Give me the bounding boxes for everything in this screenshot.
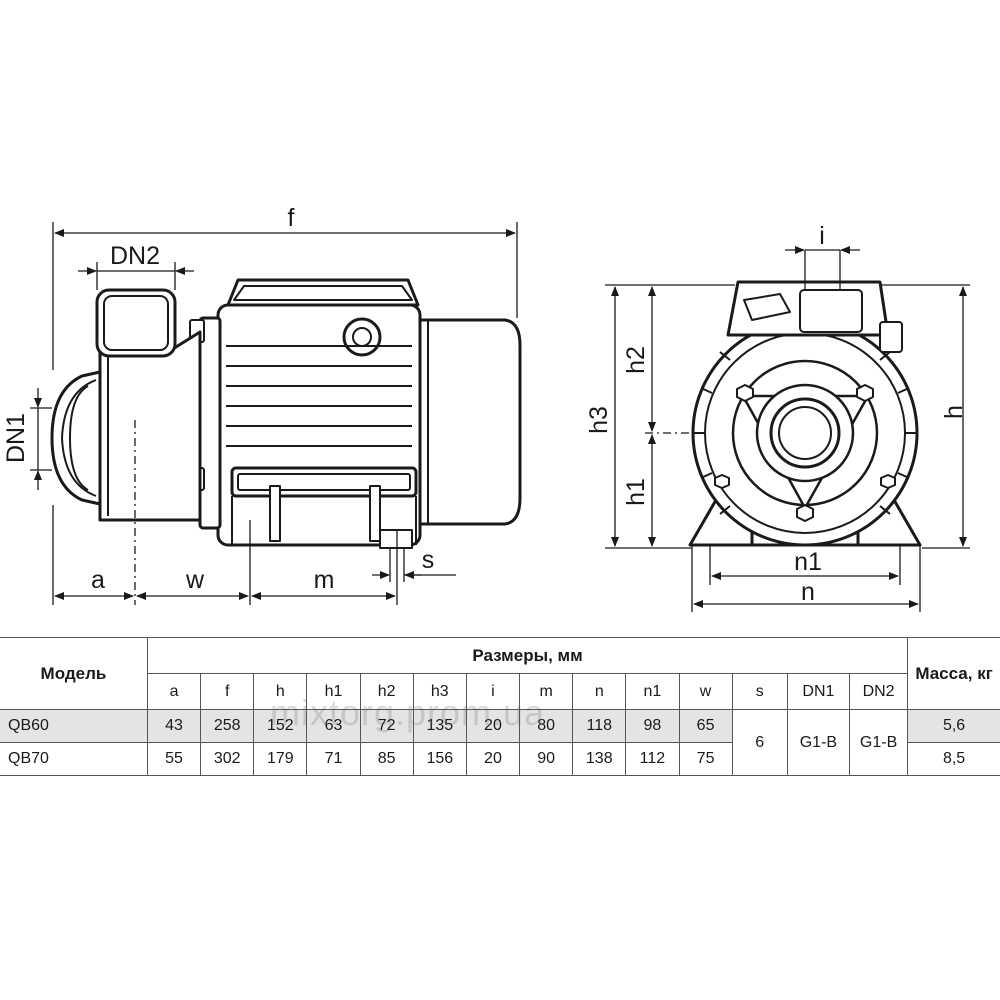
col-header: n bbox=[572, 673, 627, 710]
value-cell: 20 bbox=[465, 742, 521, 776]
col-header: a bbox=[146, 673, 202, 710]
shared-dn2-cell: G1-B bbox=[848, 709, 909, 776]
spec-table: Модель Размеры, мм Масса, кг a f h h1 h2… bbox=[0, 637, 1000, 776]
dim-label-n: n bbox=[801, 578, 815, 606]
value-cell: 98 bbox=[625, 709, 680, 743]
mass-header: Масса, кг bbox=[907, 637, 1000, 710]
value-cell: 75 bbox=[678, 742, 733, 776]
col-header: h bbox=[253, 673, 308, 710]
dim-label-dn1: DN1 bbox=[2, 413, 30, 463]
shared-s-cell: 6 bbox=[731, 709, 788, 776]
value-cell: 138 bbox=[572, 742, 627, 776]
shared-dn1-cell: G1-B bbox=[786, 709, 850, 776]
value-cell: 179 bbox=[253, 742, 308, 776]
value-cell: 71 bbox=[306, 742, 361, 776]
col-header: s bbox=[731, 673, 788, 710]
col-header: f bbox=[200, 673, 255, 710]
value-cell: 85 bbox=[359, 742, 414, 776]
col-header: i bbox=[465, 673, 521, 710]
col-header: w bbox=[678, 673, 733, 710]
table-row: QB60 43 258 152 63 72 135 20 80 118 98 6… bbox=[0, 709, 1000, 776]
value-cell: 63 bbox=[306, 709, 361, 743]
value-cell: 20 bbox=[465, 709, 521, 743]
dim-label-f: f bbox=[288, 204, 295, 232]
value-cell: 152 bbox=[253, 709, 308, 743]
value-cell: 302 bbox=[200, 742, 255, 776]
table-row: QB70 55 302 179 71 85 156 20 90 138 112 … bbox=[0, 742, 1000, 776]
dim-label-dn2: DN2 bbox=[110, 242, 160, 270]
side-view-pump bbox=[50, 278, 522, 549]
value-cell: 135 bbox=[412, 709, 467, 743]
value-cell: 55 bbox=[146, 742, 202, 776]
mass-cell: 8,5 bbox=[907, 742, 1000, 776]
col-header: h2 bbox=[359, 673, 414, 710]
col-header: DN2 bbox=[848, 673, 909, 710]
dim-label-i: i bbox=[819, 222, 825, 250]
dim-label-h: h bbox=[940, 405, 968, 419]
dim-label-h1: h1 bbox=[622, 478, 650, 506]
col-header: h3 bbox=[412, 673, 467, 710]
model-header: Модель bbox=[0, 637, 148, 710]
sizes-header: Размеры, мм bbox=[146, 637, 909, 674]
value-cell: 258 bbox=[200, 709, 255, 743]
col-header: m bbox=[519, 673, 574, 710]
dim-label-h3: h3 bbox=[585, 406, 613, 434]
col-header: DN1 bbox=[786, 673, 850, 710]
dimension-lines bbox=[30, 222, 970, 612]
front-view-pump bbox=[688, 280, 922, 547]
dim-label-a: a bbox=[91, 566, 105, 594]
dim-label-w: w bbox=[185, 566, 205, 594]
value-cell: 156 bbox=[412, 742, 467, 776]
col-header: n1 bbox=[625, 673, 680, 710]
model-cell: QB60 bbox=[0, 709, 148, 743]
col-header: h1 bbox=[306, 673, 361, 710]
value-cell: 80 bbox=[519, 709, 574, 743]
dim-label-h2: h2 bbox=[622, 346, 650, 374]
value-cell: 72 bbox=[359, 709, 414, 743]
value-cell: 90 bbox=[519, 742, 574, 776]
dim-label-m: m bbox=[314, 566, 335, 594]
value-cell: 43 bbox=[146, 709, 202, 743]
value-cell: 65 bbox=[678, 709, 733, 743]
mass-cell: 5,6 bbox=[907, 709, 1000, 743]
model-cell: QB70 bbox=[0, 742, 148, 776]
value-cell: 112 bbox=[625, 742, 680, 776]
dim-label-s: s bbox=[422, 546, 435, 574]
dim-label-n1: n1 bbox=[794, 548, 822, 576]
bolt-icons bbox=[714, 384, 896, 522]
value-cell: 118 bbox=[572, 709, 627, 743]
